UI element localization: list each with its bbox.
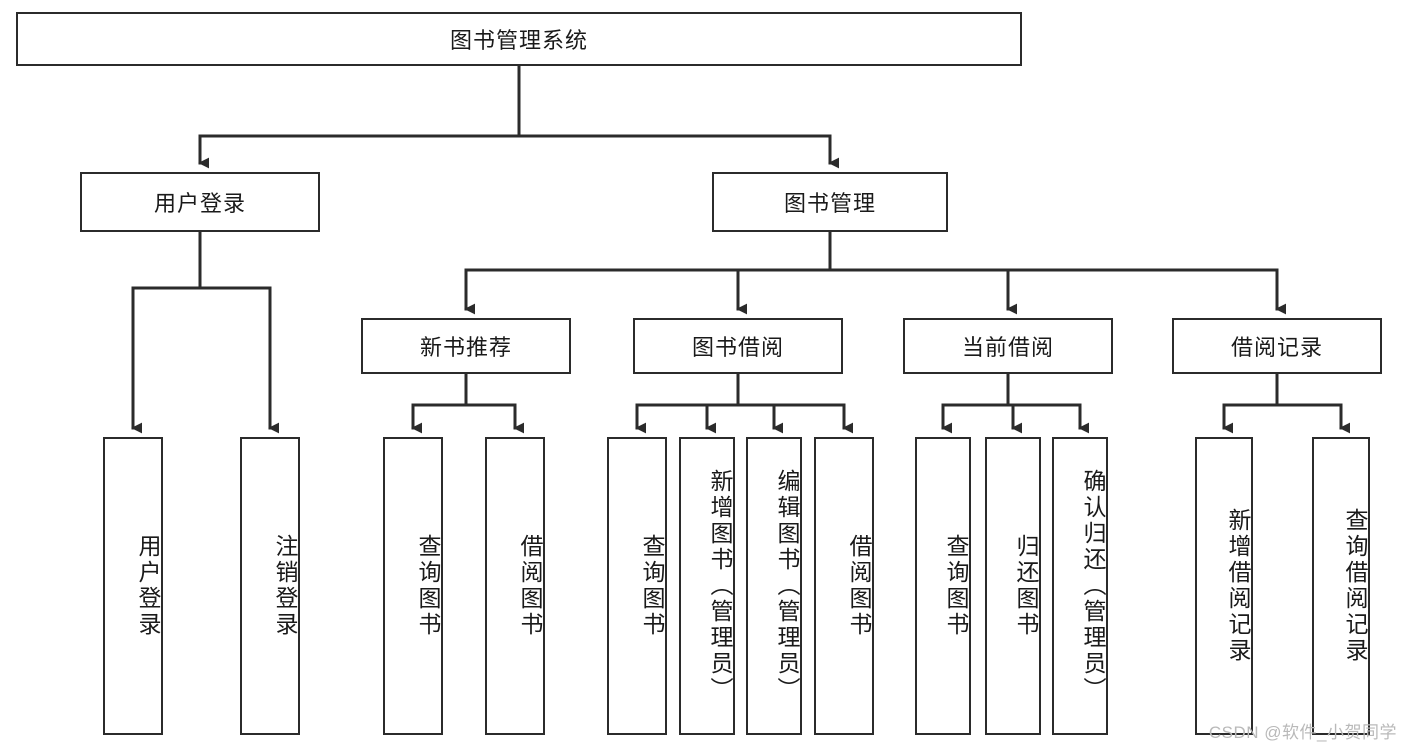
node-book-management-label: 图书管理 — [783, 191, 876, 216]
node-borrow-record[interactable]: 借阅记录 — [1172, 318, 1382, 374]
node-leaf-query-book-recommend-label: 查询图书 — [415, 534, 441, 638]
node-leaf-return-book-label: 归还图书 — [1013, 534, 1039, 638]
node-leaf-add-borrow-record[interactable]: 新增借阅记录 — [1195, 437, 1253, 735]
node-leaf-return-book[interactable]: 归还图书 — [985, 437, 1041, 735]
node-leaf-query-book-borrow[interactable]: 查询图书 — [607, 437, 667, 735]
node-leaf-confirm-return-admin[interactable]: 确认归还（管理员） — [1052, 437, 1108, 735]
node-leaf-query-book-current[interactable]: 查询图书 — [915, 437, 971, 735]
node-root-label: 图书管理系统 — [449, 28, 588, 53]
node-current-borrow[interactable]: 当前借阅 — [903, 318, 1113, 374]
node-leaf-query-borrow-record[interactable]: 查询借阅记录 — [1312, 437, 1370, 735]
node-leaf-query-book-recommend[interactable]: 查询图书 — [383, 437, 443, 735]
node-leaf-logout[interactable]: 注销登录 — [240, 437, 300, 735]
node-book-borrow-label: 图书借阅 — [691, 335, 784, 360]
node-new-book-recommend[interactable]: 新书推荐 — [361, 318, 571, 374]
node-leaf-logout-label: 注销登录 — [272, 534, 298, 638]
node-borrow-record-label: 借阅记录 — [1230, 335, 1323, 360]
node-leaf-edit-book-admin[interactable]: 编辑图书（管理员） — [746, 437, 802, 735]
node-leaf-borrow-book-label: 借阅图书 — [846, 534, 872, 638]
node-leaf-edit-book-admin-label: 编辑图书（管理员） — [774, 469, 800, 703]
node-leaf-add-book-admin[interactable]: 新增图书（管理员） — [679, 437, 735, 735]
node-leaf-add-borrow-record-label: 新增借阅记录 — [1225, 508, 1251, 664]
node-leaf-borrow-book-recommend[interactable]: 借阅图书 — [485, 437, 545, 735]
node-user-login[interactable]: 用户登录 — [80, 172, 320, 232]
node-root[interactable]: 图书管理系统 — [16, 12, 1022, 66]
node-leaf-borrow-book-recommend-label: 借阅图书 — [517, 534, 543, 638]
node-leaf-add-book-admin-label: 新增图书（管理员） — [707, 469, 733, 703]
node-book-borrow[interactable]: 图书借阅 — [633, 318, 843, 374]
node-leaf-borrow-book[interactable]: 借阅图书 — [814, 437, 874, 735]
csdn-watermark: CSDN @软件_小贺同学 — [1208, 723, 1397, 742]
node-leaf-query-book-borrow-label: 查询图书 — [639, 534, 665, 638]
node-new-book-recommend-label: 新书推荐 — [419, 335, 512, 360]
node-user-login-label: 用户登录 — [153, 191, 246, 216]
node-leaf-user-login-label: 用户登录 — [135, 534, 161, 638]
node-leaf-query-book-current-label: 查询图书 — [943, 534, 969, 638]
node-book-management[interactable]: 图书管理 — [712, 172, 948, 232]
node-leaf-confirm-return-admin-label: 确认归还（管理员） — [1080, 469, 1106, 703]
node-leaf-user-login[interactable]: 用户登录 — [103, 437, 163, 735]
node-leaf-query-borrow-record-label: 查询借阅记录 — [1342, 508, 1368, 664]
node-current-borrow-label: 当前借阅 — [961, 335, 1054, 360]
